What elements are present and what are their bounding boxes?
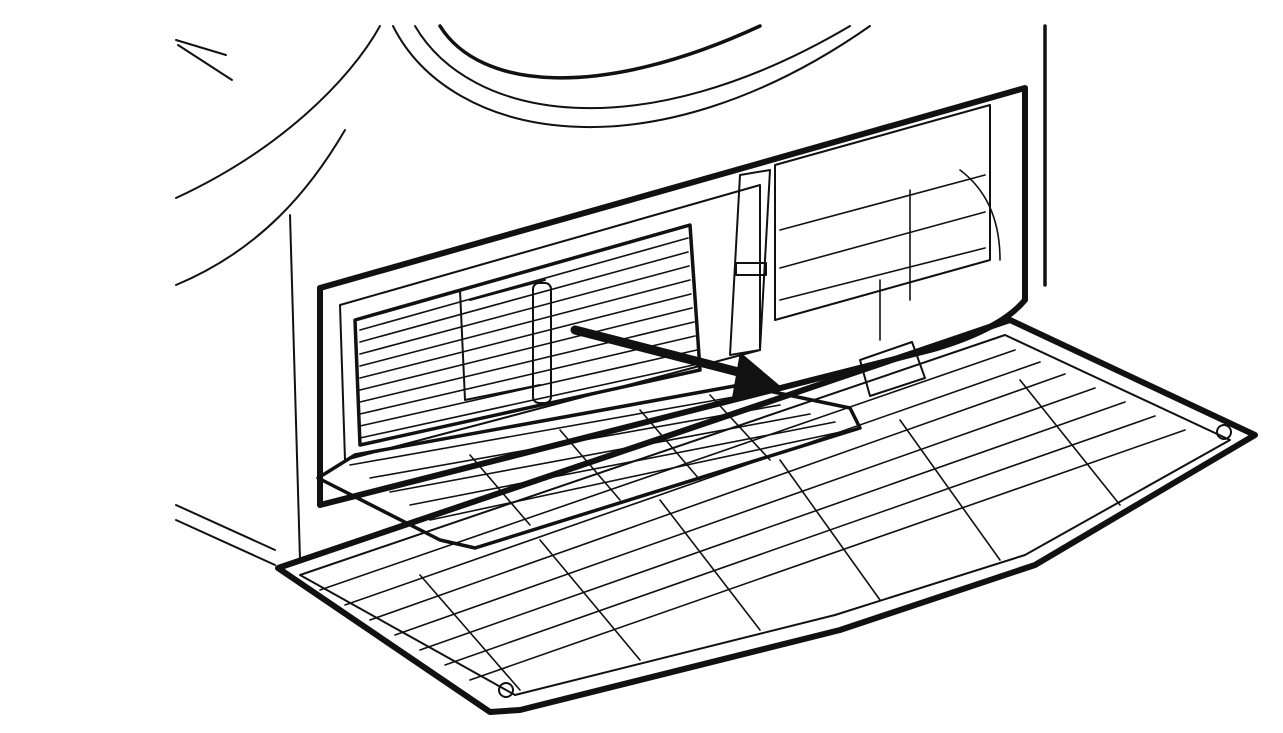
filter-tray: [316, 279, 862, 550]
tab-icon: [735, 262, 767, 276]
dryer-body: [175, 24, 1047, 566]
lower-grille: [275, 317, 1258, 715]
filter-handle-icon: [532, 282, 552, 404]
direction-arrow-icon: [570, 325, 785, 398]
duct-panels: [774, 104, 1001, 341]
